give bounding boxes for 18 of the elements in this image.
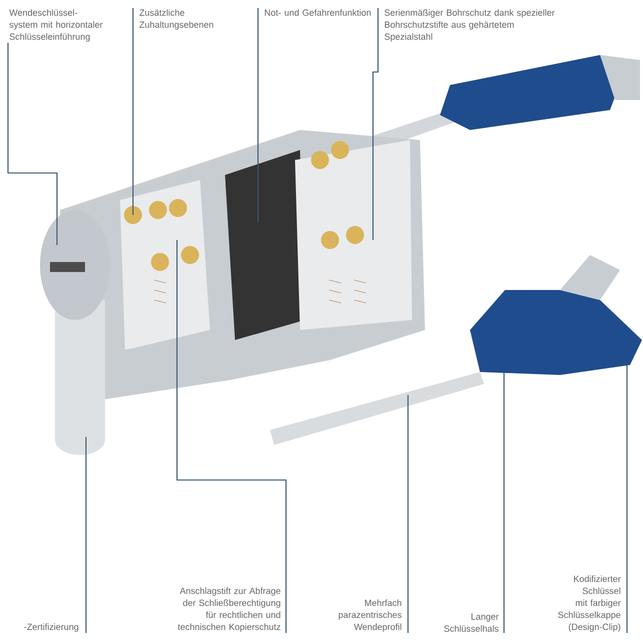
leader-line	[372, 8, 379, 240]
callout-text: Langer Schlüsselhals	[444, 614, 499, 632]
leader-line	[132, 8, 134, 215]
leader-line	[176, 240, 287, 633]
callout-text: Serienmäßiger Bohrschutz dank spezieller Bohrschutzstifte aus gehärtetem Spezialstahl	[384, 9, 555, 42]
callout-text: Anschlagstift zur Abfrage der Schließberechtigung für rechtlichen und technischen Kopierschutz	[178, 587, 280, 632]
callout-text: Not- und Gefahrenfunktion	[264, 9, 371, 16]
callout-text: -Zertifizierung	[24, 623, 78, 632]
leader-line	[85, 437, 87, 633]
callout-text: Zusätzliche Zuhaltungsebenen	[139, 9, 214, 30]
callout-text: Wendeschlüssel-system mit horizontaler Schlüsseleinführung	[9, 9, 103, 42]
callout-text: Kodifizierter Schlüssel mit farbiger Schlüsselkappe (Design-Clip)	[558, 575, 621, 632]
leader-line	[407, 395, 409, 633]
leader-line	[626, 365, 628, 633]
leader-line	[503, 372, 505, 633]
leader-line	[7, 42, 58, 245]
leader-line	[257, 8, 259, 222]
callout-text: Mehrfach parazentrisches Wendeprofil	[338, 599, 402, 632]
